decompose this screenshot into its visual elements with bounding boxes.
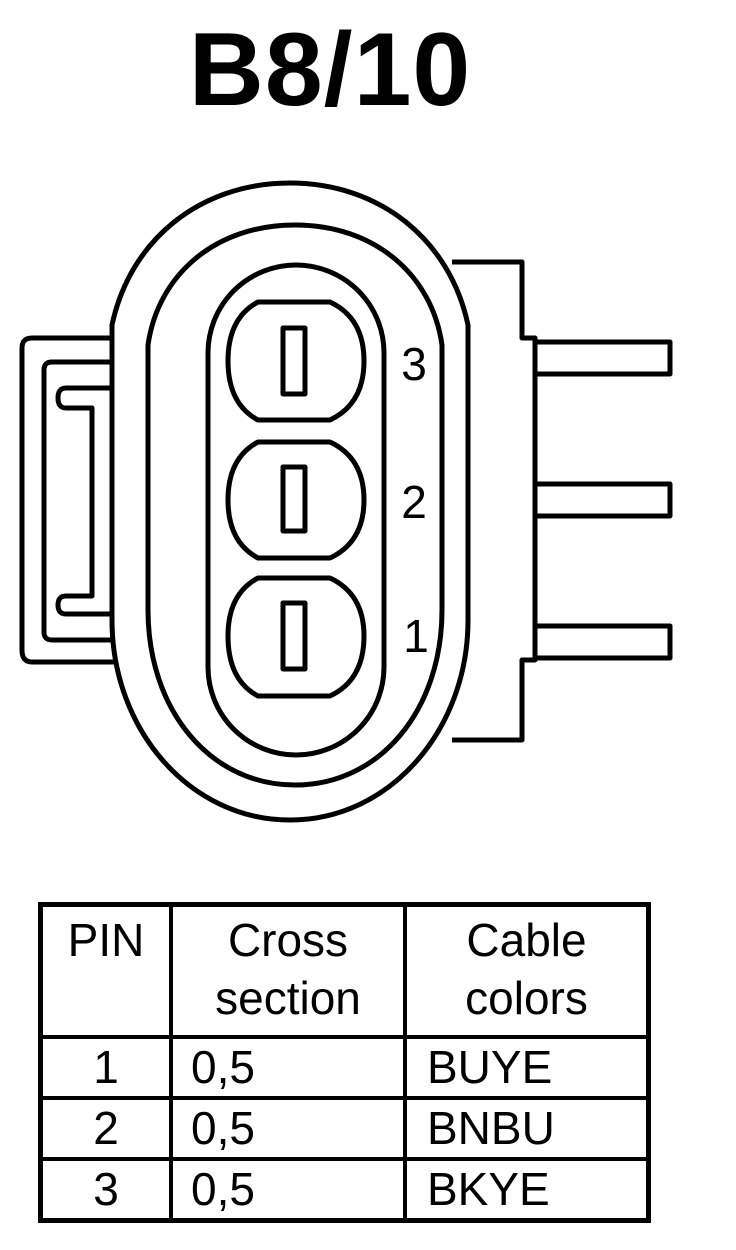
- pin-number-1: 1: [403, 610, 429, 662]
- cell-pin: 1: [38, 1035, 173, 1100]
- latch-bracket-outer: [19, 335, 118, 665]
- housing-outer: [109, 180, 471, 823]
- latch-bracket-inner: [41, 359, 130, 643]
- cell-cross-section: 0,5: [169, 1035, 407, 1100]
- pin-blade-1: [280, 600, 308, 672]
- pin-lead-3: [535, 339, 673, 377]
- cell-cable-color: BNBU: [403, 1096, 651, 1161]
- pin-socket-2: [225, 439, 367, 561]
- pin-table: PIN Cross section Cable colors 1 0,5 BUY…: [38, 902, 651, 1223]
- pin-number-3: 3: [401, 338, 427, 390]
- cell-pin: 2: [38, 1096, 173, 1161]
- pin-socket-3: [225, 299, 367, 423]
- cell-cable-color: BUYE: [403, 1035, 651, 1100]
- pin-cavity: [205, 262, 387, 758]
- pin-socket-1: [225, 575, 367, 699]
- cell-cable-color: BKYE: [403, 1157, 651, 1223]
- right-housing-bracket: [452, 259, 538, 743]
- table-row: 3 0,5 BKYE: [38, 1157, 651, 1223]
- table-row: 2 0,5 BNBU: [38, 1096, 651, 1161]
- pin-blade-2: [280, 464, 308, 534]
- pin-lead-1: [535, 623, 673, 661]
- cell-cross-section: 0,5: [169, 1096, 407, 1161]
- header-pin: PIN: [38, 902, 173, 1039]
- pin-lead-2: [535, 481, 673, 519]
- table-row: 1 0,5 BUYE: [38, 1035, 651, 1100]
- header-cross-section: Cross section: [169, 902, 407, 1039]
- header-cable-colors: Cable colors: [403, 902, 651, 1039]
- housing-inner: [145, 222, 445, 788]
- pin-number-2: 2: [401, 476, 427, 528]
- connector-title: B8/10: [188, 12, 472, 128]
- cell-pin: 3: [38, 1157, 173, 1223]
- latch-tab-top: [55, 385, 128, 617]
- cell-cross-section: 0,5: [169, 1157, 407, 1223]
- connector-drawing: 3 2 1: [19, 180, 673, 823]
- pin-blade-3: [280, 325, 308, 397]
- table-header-row: PIN Cross section Cable colors: [38, 902, 651, 1039]
